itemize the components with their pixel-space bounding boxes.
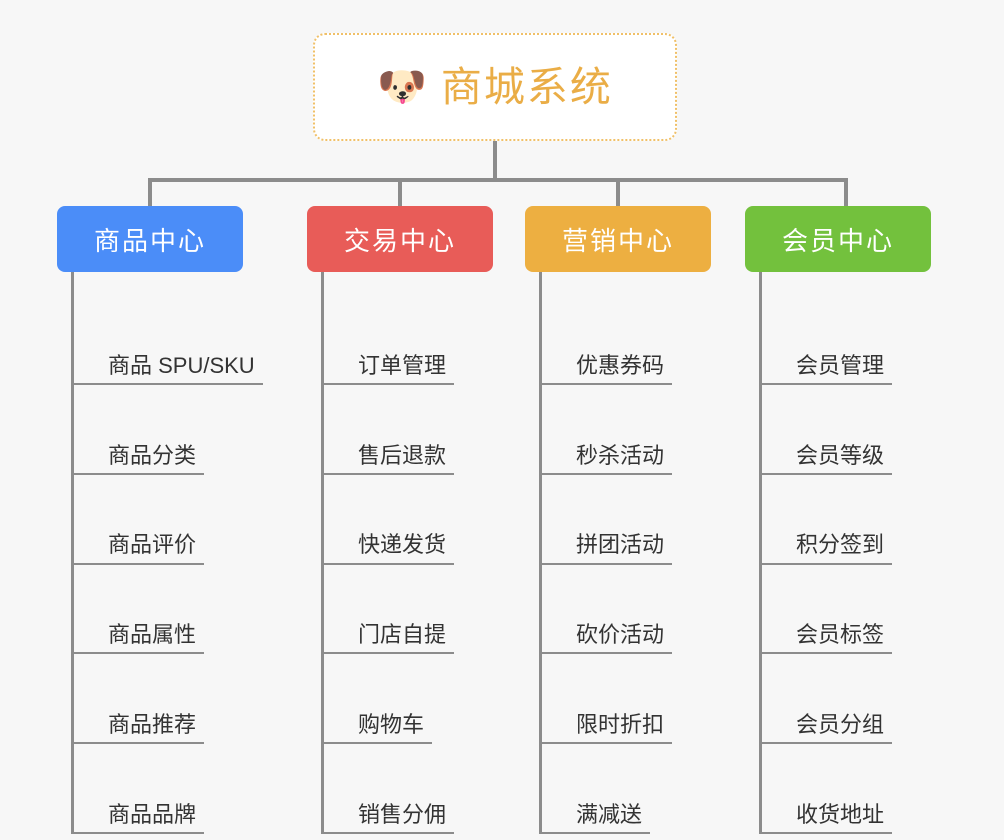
branch-product-center: 商品中心 商品 SPU/SKU 商品分类 商品评价 商品属性 商品推荐 商品品牌 [57,206,263,834]
list-item[interactable]: 秒杀活动 [542,386,711,475]
list-item[interactable]: 商品评价 [74,476,263,565]
branch-header-member-center[interactable]: 会员中心 [745,206,931,272]
list-item-label: 售后退款 [324,443,455,475]
branch-items-product-center: 商品 SPU/SKU 商品分类 商品评价 商品属性 商品推荐 商品品牌 [71,272,263,834]
list-item[interactable]: 商品品牌 [74,745,263,834]
root-title: 商城系统 [440,63,613,110]
list-item-label: 商品分类 [74,443,205,475]
list-item-label: 满减送 [542,802,651,834]
list-item-label: 优惠券码 [542,353,673,385]
branch-marketing-center: 营销中心 优惠券码 秒杀活动 拼团活动 砍价活动 限时折扣 满减送 [525,206,711,834]
list-item[interactable]: 订单管理 [324,296,493,385]
list-item[interactable]: 快递发货 [324,476,493,565]
branch-header-label: 交易中心 [343,225,456,256]
list-item[interactable]: 销售分佣 [324,745,493,834]
list-item-label: 收货地址 [762,802,893,834]
branch-member-center: 会员中心 会员管理 会员等级 积分签到 会员标签 会员分组 收货地址 [745,206,931,834]
list-item-label: 快递发货 [324,533,455,565]
list-item[interactable]: 会员等级 [762,386,931,475]
list-item[interactable]: 拼团活动 [542,476,711,565]
branch-items-member-center: 会员管理 会员等级 积分签到 会员标签 会员分组 收货地址 [759,272,931,834]
branch-header-label: 会员中心 [781,225,894,256]
list-item[interactable]: 门店自提 [324,565,493,655]
branch-header-trade-center[interactable]: 交易中心 [307,206,493,272]
list-item[interactable]: 积分签到 [762,476,931,565]
list-item-label: 拼团活动 [542,533,673,565]
list-item[interactable]: 商品分类 [74,386,263,475]
list-item-label: 门店自提 [324,623,455,655]
list-item[interactable]: 收货地址 [762,745,931,834]
list-item-label: 商品属性 [74,623,205,655]
list-item[interactable]: 购物车 [324,655,493,745]
list-item-label: 会员管理 [762,353,893,385]
list-item-label: 商品评价 [74,533,205,565]
list-item-label: 秒杀活动 [542,443,673,475]
list-item[interactable]: 砍价活动 [542,565,711,655]
list-item[interactable]: 会员标签 [762,565,931,655]
list-item-label: 商品推荐 [74,712,205,745]
list-item-label: 限时折扣 [542,712,673,745]
shiba-dog-face-icon: 🐶 [377,65,427,109]
branch-items-marketing-center: 优惠券码 秒杀活动 拼团活动 砍价活动 限时折扣 满减送 [539,272,711,834]
list-item-label: 商品品牌 [74,802,205,834]
list-item[interactable]: 商品属性 [74,565,263,655]
list-item[interactable]: 会员分组 [762,655,931,745]
connector-drop-2 [398,178,402,210]
connector-drop-3 [616,178,620,210]
branch-header-marketing-center[interactable]: 营销中心 [525,206,711,272]
list-item-label: 会员分组 [762,712,893,745]
connector-drop-4 [844,178,848,210]
connector-drop-1 [148,178,152,210]
list-item[interactable]: 优惠券码 [542,296,711,385]
list-item-label: 积分签到 [762,533,893,565]
connector-root-stem [493,141,497,181]
list-item-label: 商品 SPU/SKU [74,353,263,385]
list-item-label: 会员标签 [762,623,893,655]
list-item-label: 订单管理 [324,353,455,385]
list-item[interactable]: 限时折扣 [542,655,711,745]
branch-trade-center: 交易中心 订单管理 售后退款 快递发货 门店自提 购物车 销售分佣 [307,206,493,834]
list-item[interactable]: 售后退款 [324,386,493,475]
root-node[interactable]: 🐶 商城系统 [313,33,677,141]
list-item[interactable]: 商品推荐 [74,655,263,745]
branch-header-label: 营销中心 [561,225,674,256]
list-item-label: 购物车 [324,712,433,745]
list-item[interactable]: 会员管理 [762,296,931,385]
list-item-label: 销售分佣 [324,802,455,834]
branch-items-trade-center: 订单管理 售后退款 快递发货 门店自提 购物车 销售分佣 [321,272,493,834]
list-item-label: 会员等级 [762,443,893,475]
list-item[interactable]: 满减送 [542,745,711,834]
list-item-label: 砍价活动 [542,623,673,655]
connector-horizontal-bus [148,178,848,182]
branch-header-product-center[interactable]: 商品中心 [57,206,243,272]
list-item[interactable]: 商品 SPU/SKU [74,296,263,385]
branch-header-label: 商品中心 [93,225,206,256]
